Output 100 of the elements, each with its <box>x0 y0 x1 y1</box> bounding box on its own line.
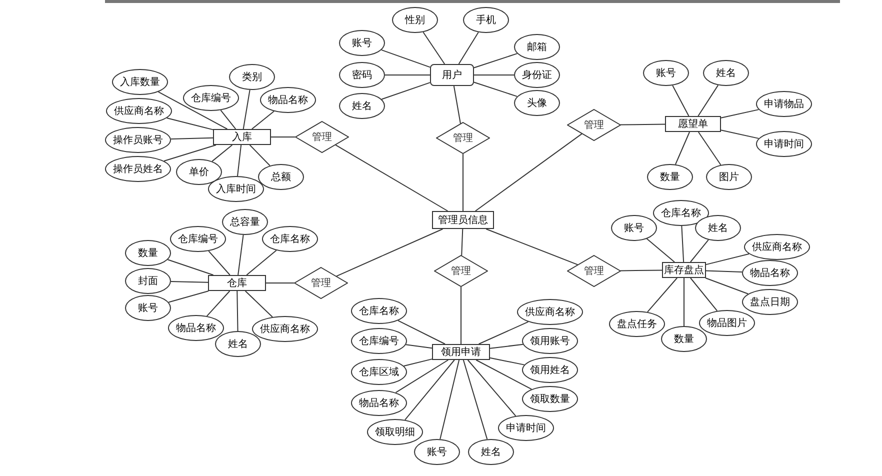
attribute-ellipse: 领用姓名 <box>522 357 578 383</box>
attribute-ellipse: 封面 <box>125 268 171 294</box>
attribute-ellipse: 仓库名称 <box>351 298 407 324</box>
attribute-ellipse: 领用账号 <box>522 328 578 354</box>
attribute-ellipse: 账号 <box>643 60 689 86</box>
connector-line <box>647 278 678 312</box>
attribute-ellipse: 供应商名称 <box>252 316 318 342</box>
connector-line <box>706 270 743 273</box>
relationship-diamond: 管理 <box>436 122 490 154</box>
connector-line <box>674 132 690 165</box>
attribute-ellipse: 数量 <box>647 164 693 190</box>
attribute-ellipse: 物品图片 <box>699 310 755 336</box>
entity-box: 领用申请 <box>432 344 490 360</box>
attribute-ellipse: 仓库区域 <box>351 359 407 385</box>
attribute-ellipse: 头像 <box>514 90 560 116</box>
entity-box: 愿望单 <box>665 116 721 132</box>
attribute-ellipse: 申请时间 <box>756 131 812 157</box>
connector-line <box>206 290 230 317</box>
connector-line <box>476 360 532 390</box>
attribute-ellipse: 入库时间 <box>208 176 264 202</box>
connector-line <box>335 144 448 212</box>
connector-line <box>706 253 750 266</box>
connector-line <box>381 82 430 100</box>
attribute-ellipse: 姓名 <box>339 93 385 119</box>
connector-line <box>620 270 662 272</box>
connector-line <box>490 357 525 366</box>
entity-box: 管理员信息 <box>432 211 494 229</box>
attribute-ellipse: 邮箱 <box>514 34 560 60</box>
connector-line <box>646 238 675 262</box>
connector-line <box>620 124 666 126</box>
attribute-ellipse: 手机 <box>463 7 509 33</box>
connector-line <box>380 49 430 68</box>
relationship-diamond: 管理 <box>294 267 348 299</box>
attribute-ellipse: 账号 <box>339 30 385 56</box>
attribute-ellipse: 领取数量 <box>522 386 578 412</box>
connector-line <box>474 133 582 212</box>
connector-line <box>237 144 242 177</box>
attribute-ellipse: 盘点日期 <box>742 289 798 315</box>
attribute-ellipse: 领取明细 <box>367 419 423 445</box>
connector-line <box>478 321 529 344</box>
connector-line <box>384 74 430 76</box>
attribute-ellipse: 密码 <box>339 62 385 88</box>
attribute-ellipse: 物品名称 <box>168 315 224 341</box>
connector-line <box>462 154 464 212</box>
connector-line <box>212 144 233 162</box>
attribute-ellipse: 操作员姓名 <box>105 156 171 182</box>
attribute-ellipse: 仓库名称 <box>653 200 709 226</box>
relationship-diamond: 管理 <box>434 255 488 287</box>
attribute-ellipse: 数量 <box>125 240 171 266</box>
attribute-ellipse: 类别 <box>229 64 275 90</box>
relationship-diamond: 管理 <box>567 109 621 141</box>
attribute-ellipse: 总额 <box>258 164 304 190</box>
connector-line <box>672 84 690 116</box>
connector-line <box>249 144 270 166</box>
connector-line <box>440 360 460 440</box>
connector-line <box>246 250 277 276</box>
connector-line <box>251 110 274 130</box>
connector-line <box>395 360 449 394</box>
attribute-ellipse: 供应商名称 <box>517 299 583 325</box>
connector-line <box>690 278 718 312</box>
connector-line <box>220 110 236 130</box>
connector-line <box>270 136 296 138</box>
connector-line <box>720 130 760 139</box>
connector-line <box>398 320 446 344</box>
connector-line <box>474 82 518 97</box>
connector-line <box>404 360 455 420</box>
attribute-ellipse: 总容量 <box>222 209 268 235</box>
connector-line <box>266 282 294 284</box>
attribute-ellipse: 图片 <box>706 164 752 190</box>
attribute-ellipse: 账号 <box>611 215 657 241</box>
connector-line <box>403 358 432 366</box>
connector-line <box>467 360 516 416</box>
attribute-ellipse: 物品名称 <box>742 260 798 286</box>
connector-line <box>490 344 524 349</box>
connector-line <box>422 32 446 64</box>
connector-line <box>698 132 722 166</box>
entity-box: 入库 <box>213 129 271 145</box>
connector-line <box>690 239 709 262</box>
connector-line <box>242 89 250 130</box>
relationship-diamond: 管理 <box>567 255 621 287</box>
connector-line <box>405 344 432 349</box>
attribute-ellipse: 入库数量 <box>112 69 168 95</box>
attribute-ellipse: 仓库编号 <box>351 328 407 354</box>
attribute-ellipse: 姓名 <box>215 331 261 357</box>
connector-line <box>167 259 214 276</box>
attribute-ellipse: 仓库编号 <box>170 226 226 252</box>
attribute-ellipse: 单价 <box>176 159 222 185</box>
connector-line <box>336 228 444 277</box>
connector-line <box>474 53 518 68</box>
connector-line <box>720 109 760 118</box>
attribute-ellipse: 数量 <box>661 326 707 352</box>
relationship-diamond: 管理 <box>295 121 349 153</box>
attribute-ellipse: 性别 <box>392 7 438 33</box>
entity-box: 用户 <box>430 64 474 86</box>
attribute-ellipse: 物品名称 <box>351 390 407 416</box>
connector-line <box>168 290 210 303</box>
attribute-ellipse: 账号 <box>125 295 171 321</box>
connector-line <box>681 226 684 262</box>
connector-line <box>170 281 208 283</box>
connector-line <box>461 228 464 256</box>
